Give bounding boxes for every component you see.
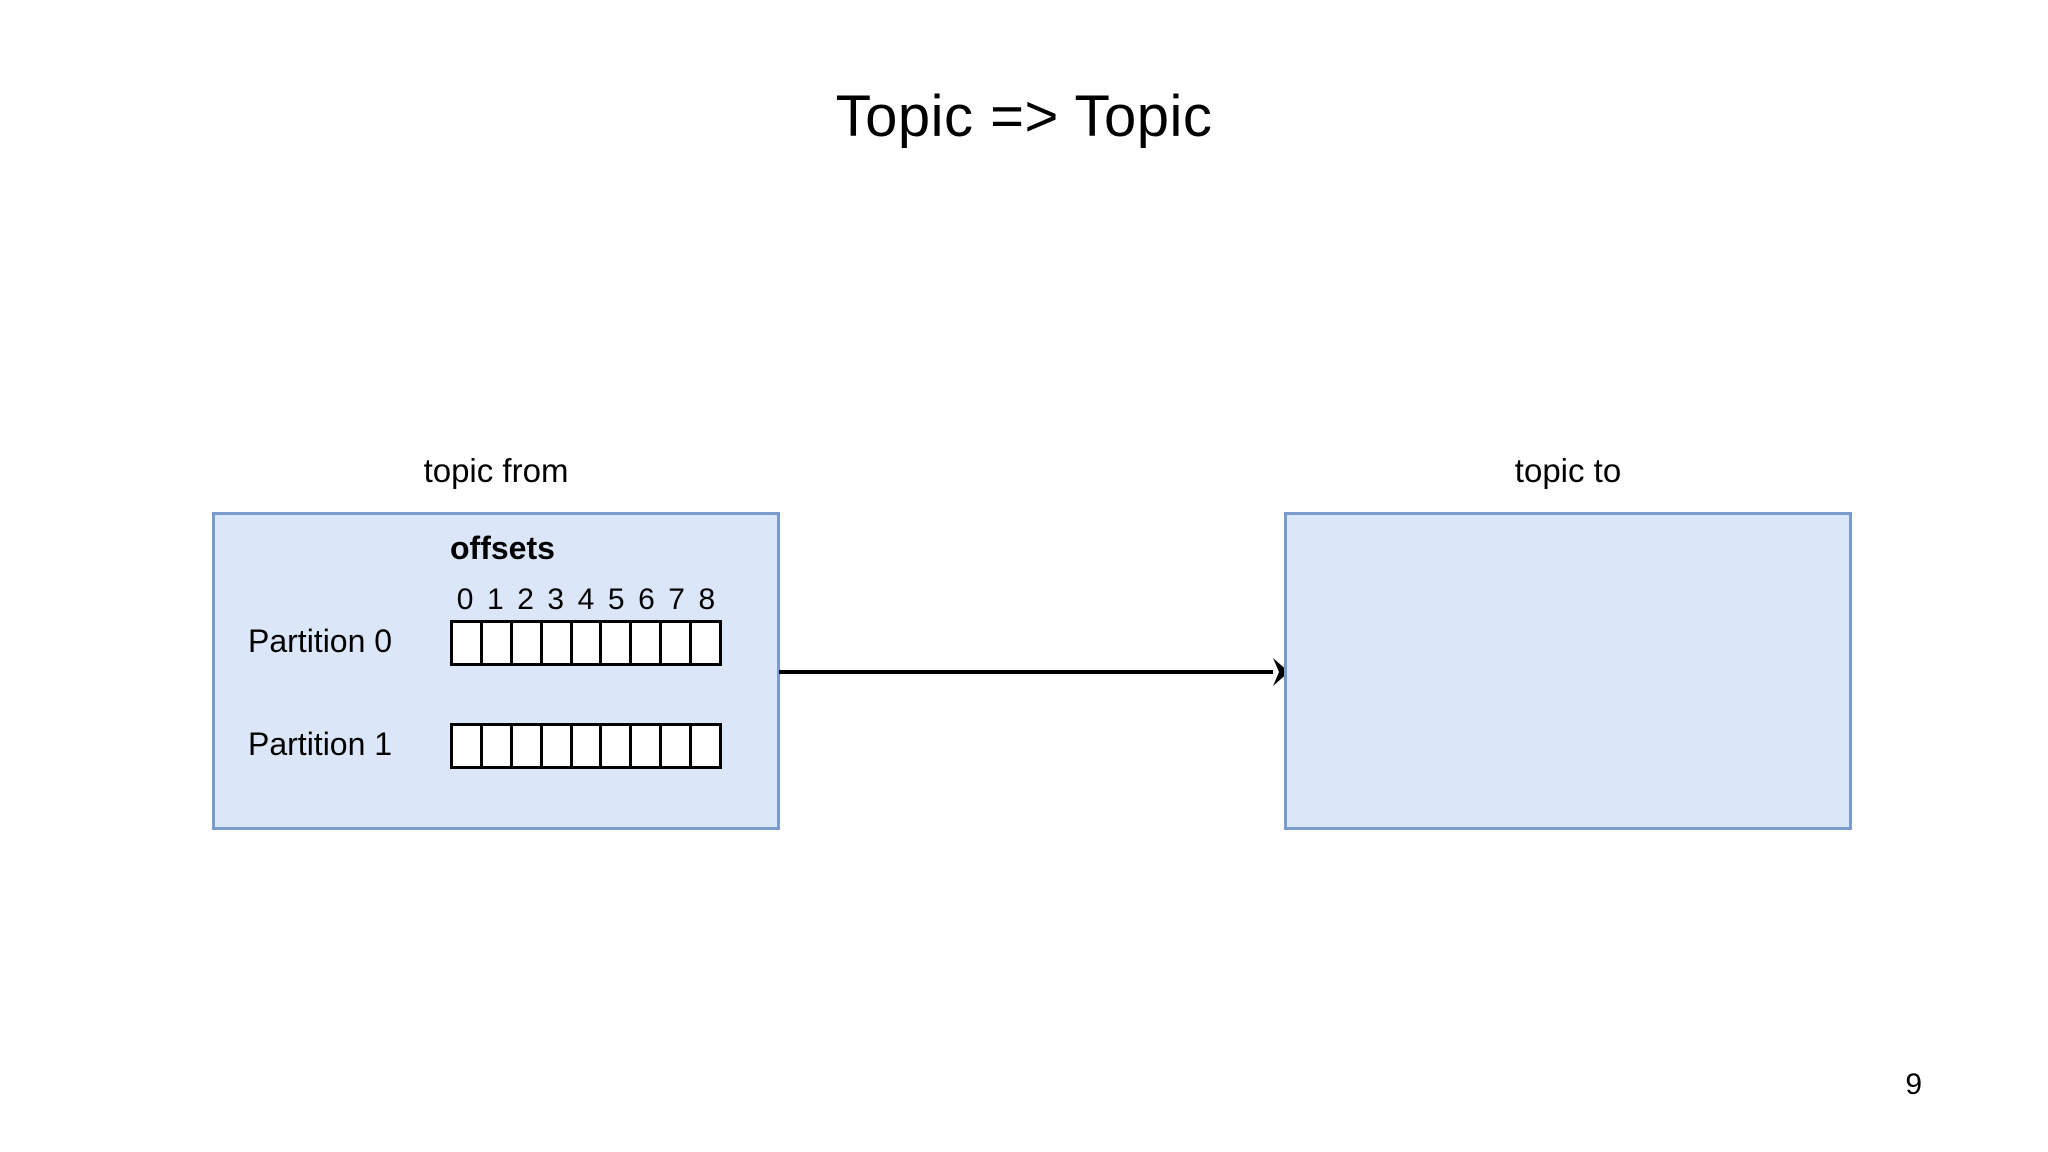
partition-cell (692, 726, 723, 766)
partition-cell (482, 726, 513, 766)
partition-cell (482, 623, 513, 663)
partition-cell (542, 623, 573, 663)
target-topic-caption: topic to (1514, 452, 1622, 489)
partition-cell (602, 623, 633, 663)
offset-label: 3 (547, 583, 565, 616)
page-number: 9 (1905, 1068, 1922, 1101)
partition-0-cells (450, 620, 723, 666)
partition-cell (542, 726, 573, 766)
partition-cell (572, 726, 603, 766)
offset-label: 0 (456, 583, 474, 616)
partition-cell (662, 726, 693, 766)
offset-label: 6 (638, 583, 655, 616)
partition-cell (602, 726, 633, 766)
target-topic-box (1284, 512, 1852, 830)
partition-cell (632, 623, 663, 663)
partition-cell (512, 623, 543, 663)
offsets-number-row: 0 1 2 3 4 5 6 7 8 (450, 583, 722, 617)
partition-1-cells (450, 723, 723, 769)
partition-0-label: Partition 0 (248, 623, 393, 659)
offset-label: 5 (607, 583, 625, 616)
partition-cell (453, 623, 483, 663)
offset-label: 7 (668, 583, 685, 616)
partition-cell (572, 623, 603, 663)
arrow-right-icon (779, 658, 1289, 686)
partition-cell (692, 623, 723, 663)
offset-label: 4 (577, 583, 595, 616)
offset-label: 2 (517, 583, 534, 616)
offsets-heading: offsets (450, 530, 555, 566)
source-topic-box (212, 512, 780, 830)
partition-cell (662, 623, 693, 663)
partition-cell (632, 726, 663, 766)
offset-label: 8 (698, 583, 716, 616)
offset-label: 1 (486, 583, 504, 616)
partition-1-label: Partition 1 (248, 726, 393, 762)
page-title: Topic => Topic (835, 84, 1213, 149)
partition-cell (453, 726, 483, 766)
source-topic-caption: topic from (423, 452, 569, 489)
partition-cell (512, 726, 543, 766)
